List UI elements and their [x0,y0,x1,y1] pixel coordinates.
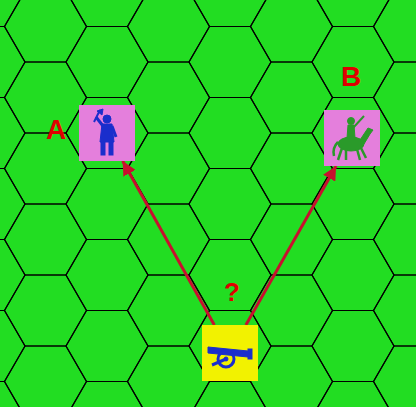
hex-cell [312,240,394,311]
unit-label: A [46,116,66,144]
hex-cell [312,382,394,407]
unit-label: B [341,63,361,91]
hex-cell [374,275,416,346]
hex-cell [374,204,416,275]
hex-cell [5,346,87,407]
hex-cell [128,275,210,346]
hex-cell [251,346,333,407]
hex-cell [0,27,25,98]
unit-label: ? [224,279,240,305]
hex-cell [5,62,87,133]
hex-cell [0,169,25,240]
hex-cell [312,98,394,169]
hex-cell [251,204,333,275]
hex-cell [189,169,271,240]
hex-cell [66,98,148,169]
hex-cell [5,133,87,204]
artillery-unit: ? [202,325,258,381]
hex-cell [66,27,148,98]
hex-cell [251,275,333,346]
hex-cell [0,98,25,169]
hex-cell [374,0,416,62]
hex-cell [251,0,333,62]
hex-cell [189,98,271,169]
attack-arrow [123,161,215,325]
infantry-icon [79,105,135,161]
hex-cell [312,27,394,98]
cavalry-icon [324,110,380,166]
hex-cell [189,27,271,98]
hex-cell [251,62,333,133]
hex-cell [128,62,210,133]
hex-cell [312,169,394,240]
hex-cell [0,311,25,382]
hex-cell [5,0,87,62]
hex-cell [189,311,271,382]
cannon-icon [202,325,258,381]
hex-cell [312,311,394,382]
hex-cell [66,169,148,240]
infantry-unit: A [79,105,135,161]
hex-cell [0,240,25,311]
hex-cell [5,204,87,275]
cavalry-unit: B [324,110,380,166]
attack-arrow [246,166,336,325]
hex-cell [66,382,148,407]
hex-cell [5,275,87,346]
hex-cell [128,0,210,62]
hex-cell [374,346,416,407]
hex-cell [128,204,210,275]
hex-cell [128,346,210,407]
hex-cell [189,382,271,407]
hex-cell [66,240,148,311]
hex-cell [66,311,148,382]
